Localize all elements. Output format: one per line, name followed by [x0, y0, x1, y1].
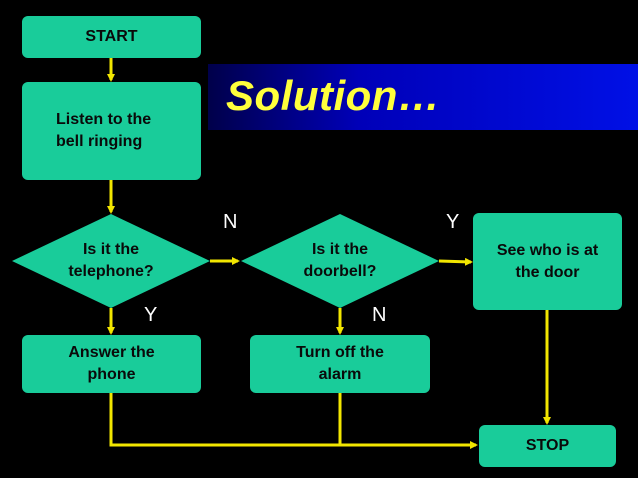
stop-label: STOP	[525, 437, 570, 454]
see-who-label: See who is at the door	[496, 241, 599, 281]
connector-answer-to-stop	[109, 393, 478, 449]
slide-title: Solution…	[226, 72, 441, 119]
decision-doorbell-label: Is it the doorbell?	[303, 241, 377, 280]
see-who-process: See who is at the door	[473, 213, 622, 310]
decision-telephone-shape	[12, 214, 210, 308]
turn-off-alarm-label: Turn off the alarm	[296, 344, 384, 383]
branch-label-telephone-yes: Y	[144, 304, 158, 326]
stop-terminal: STOP	[479, 425, 616, 467]
answer-phone-process: Answer the phone	[22, 335, 201, 393]
listen-process: Listen to the bell ringing	[22, 82, 201, 180]
answer-phone-label: Answer the phone	[68, 344, 155, 383]
turn-off-alarm-process: Turn off the alarm	[250, 335, 430, 393]
title-band	[208, 64, 638, 130]
decision-telephone-label: Is it the telephone?	[68, 241, 154, 280]
start-label: START	[85, 28, 138, 45]
start-terminal: START	[22, 16, 201, 58]
branch-label-telephone-no: N	[223, 211, 238, 233]
branch-label-doorbell-no: N	[372, 304, 387, 326]
connector-doorbell-yes	[438, 257, 473, 266]
decision-doorbell-shape	[241, 214, 439, 308]
branch-label-doorbell-yes: Y	[446, 211, 460, 233]
listen-label: Listen to the bell ringing	[56, 111, 152, 150]
